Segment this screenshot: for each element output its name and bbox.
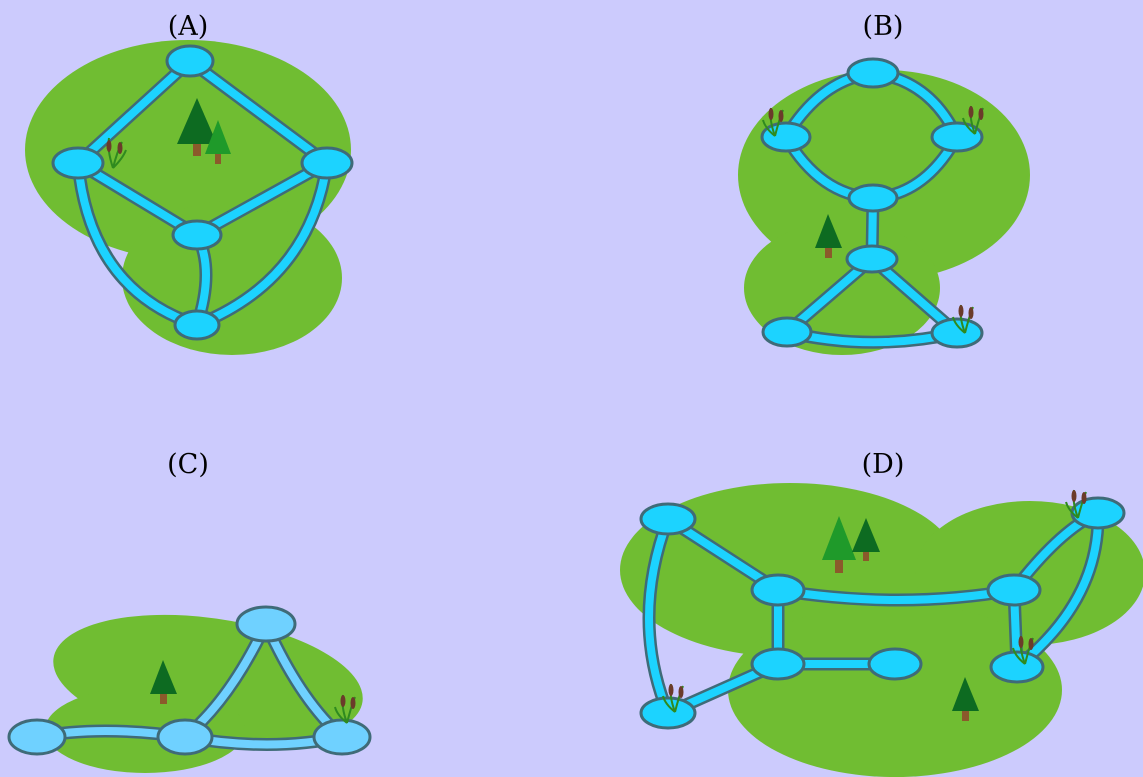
pond	[867, 647, 923, 681]
pine-tree-icon	[205, 120, 231, 164]
pond	[7, 718, 67, 756]
panel-c: (C)	[7, 449, 372, 773]
pond	[639, 696, 697, 730]
pond	[51, 146, 105, 180]
pond	[173, 309, 221, 341]
pond	[300, 146, 354, 180]
panel-b-label: (B)	[863, 11, 904, 42]
channel	[183, 54, 334, 170]
panel-b: (B)	[738, 11, 1030, 355]
pine-tree-icon	[952, 677, 979, 721]
pond	[846, 57, 900, 89]
pine-tree-icon	[852, 518, 880, 561]
pond	[761, 316, 813, 348]
pond	[750, 647, 806, 681]
pond	[760, 121, 812, 153]
panel-c-label: (C)	[167, 449, 209, 480]
pine-tree-icon	[822, 516, 856, 573]
pond	[312, 718, 372, 756]
panel-d: (D)	[620, 449, 1143, 777]
panel-a: (A)	[25, 11, 354, 355]
channel	[71, 54, 197, 170]
cattail-reed-icon	[662, 683, 684, 713]
pine-tree-icon	[815, 214, 842, 258]
cattail-reed-icon	[106, 137, 127, 169]
pond	[639, 502, 697, 536]
pond	[156, 718, 214, 756]
channel	[190, 156, 334, 242]
cattail-reed-icon	[1065, 489, 1087, 519]
water-channels	[71, 54, 334, 332]
pond	[235, 605, 297, 643]
cattail-reed-icon	[1012, 635, 1034, 665]
pond	[989, 650, 1045, 684]
pond	[845, 244, 899, 274]
cattail-reed-icon	[952, 304, 974, 334]
cattail-reed-icon	[962, 105, 984, 135]
cattail-reed-icon	[334, 694, 356, 724]
panel-a-label: (A)	[168, 11, 209, 42]
ponds	[639, 496, 1126, 730]
channel	[190, 156, 334, 332]
pond	[930, 317, 984, 349]
land-mass	[25, 40, 351, 355]
ponds	[51, 44, 354, 341]
pond	[930, 121, 984, 153]
channel	[71, 156, 204, 242]
pond	[847, 183, 899, 213]
channel	[642, 512, 675, 720]
cattail-reed-icon	[762, 107, 784, 137]
channel	[1010, 506, 1105, 674]
ponds	[7, 605, 372, 756]
pond	[986, 573, 1042, 607]
pond	[171, 219, 223, 251]
pond	[165, 44, 215, 78]
pine-tree-icon	[177, 98, 217, 156]
channel	[771, 583, 1021, 607]
panel-d-label: (D)	[862, 449, 905, 480]
pine-tree-icon	[150, 660, 177, 704]
pond	[750, 573, 806, 607]
channel	[71, 156, 204, 332]
